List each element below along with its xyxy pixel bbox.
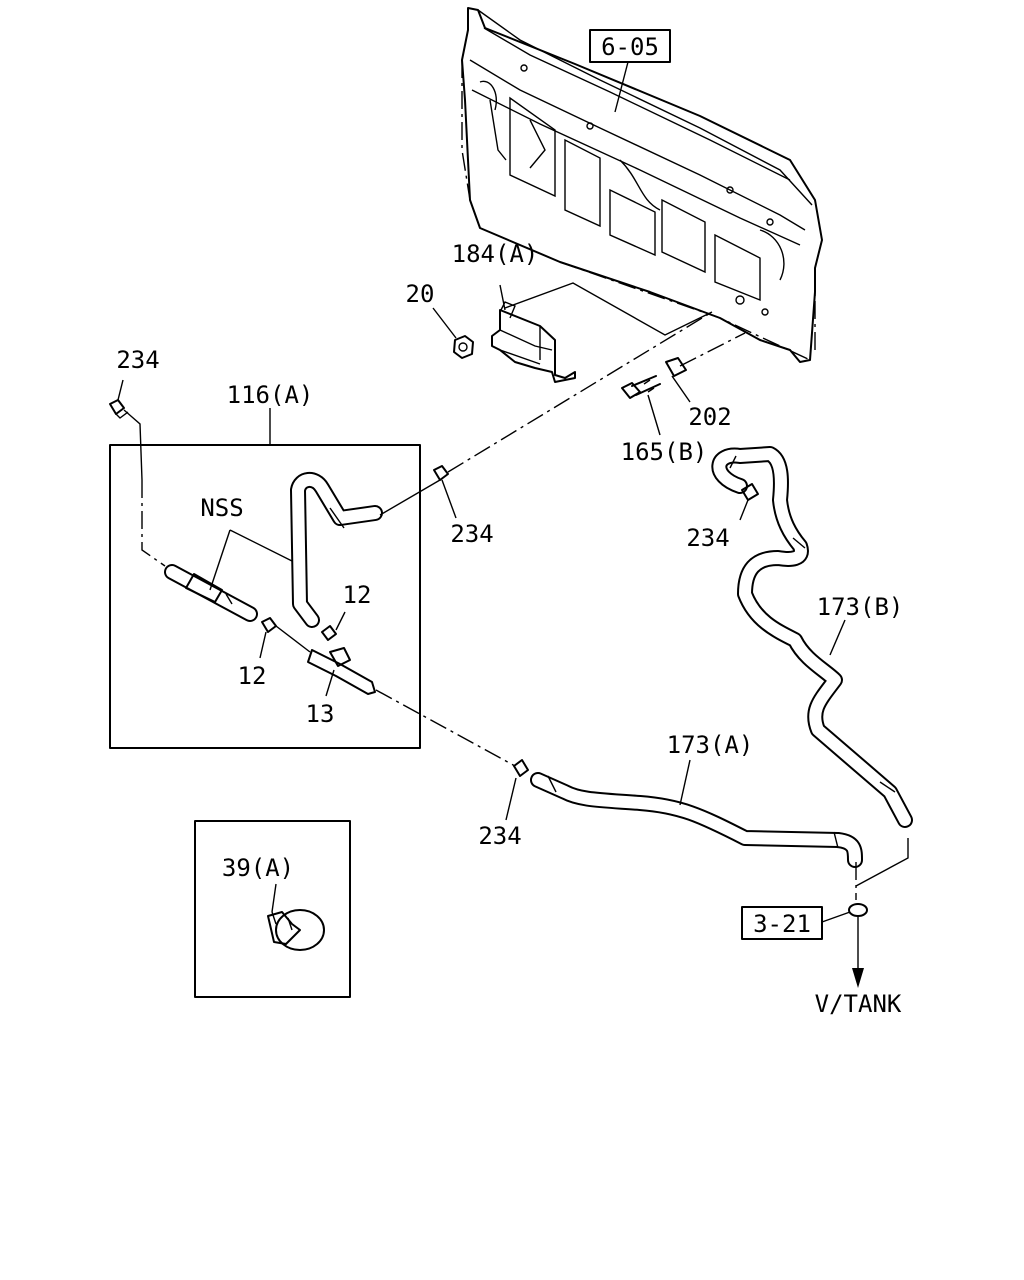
hose-a-label: 173(A): [667, 731, 754, 759]
washer-label: 202: [688, 403, 731, 431]
hose-173a: [530, 759, 863, 868]
clamp-detail-label: 39(A): [222, 854, 294, 882]
tank-connector: 3-21: [741, 838, 909, 988]
panel-ref-box: 6-05: [589, 29, 671, 113]
routing-line-joint: [375, 689, 516, 767]
kit-u-hose: [290, 472, 441, 628]
bracket-label: 184(A): [452, 240, 539, 268]
front-panel: [461, 7, 823, 363]
joint-13: [275, 625, 376, 697]
bolt-label: 165(B): [621, 438, 708, 466]
clamp-12-lower: [259, 617, 277, 659]
clip-234-right: [739, 483, 759, 521]
washer-202: [665, 332, 746, 403]
hose-173b: [711, 446, 913, 828]
clip-234-top-left: [109, 379, 166, 567]
nut-label: 20: [406, 280, 435, 308]
bolt-165b: [621, 375, 661, 436]
clip-234-center: [433, 311, 713, 519]
kit-box-116a: [109, 408, 421, 749]
clamp-upper-label: 12: [343, 581, 372, 609]
nss-label: NSS: [200, 494, 243, 522]
destination-label: V/TANK: [815, 990, 902, 1018]
tank-ref-label: 3-21: [753, 910, 811, 938]
bracket-184a: [491, 282, 713, 383]
kit-label: 116(A): [227, 381, 314, 409]
clip-right-label: 234: [686, 524, 729, 552]
clip-center-label: 234: [450, 520, 493, 548]
clamp-lower-label: 12: [238, 662, 267, 690]
clamp-12-upper: [321, 611, 346, 641]
hose-b-label: 173(B): [817, 593, 904, 621]
clamp-detail-box: [194, 820, 351, 998]
nss-pipe: NSS: [164, 494, 301, 622]
clip-top-left-label: 234: [116, 346, 159, 374]
joint-label: 13: [306, 700, 335, 728]
clip-bottom-label: 234: [478, 822, 521, 850]
nut-20: [432, 307, 474, 359]
clip-234-bottom: [505, 759, 529, 821]
panel-ref-label: 6-05: [601, 33, 659, 61]
